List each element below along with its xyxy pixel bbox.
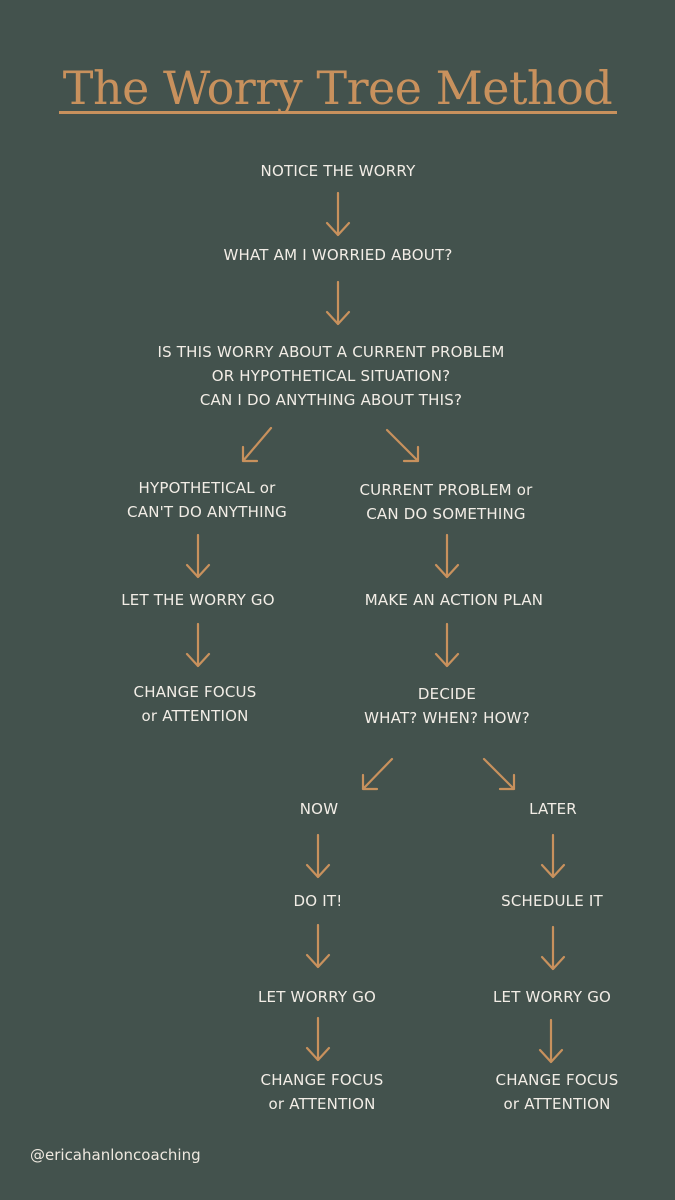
arrow-down-right-icon	[482, 757, 516, 791]
arrow-down-icon	[540, 833, 566, 879]
arrow-down-left-icon	[241, 426, 273, 463]
arrow-down-icon	[434, 533, 460, 579]
node-let-worry-go-now: LET WORRY GO	[257, 988, 377, 1006]
node-change-focus-left: CHANGE FOCUS or ATTENTION	[133, 683, 257, 725]
diagram-title: The Worry Tree Method	[62, 61, 613, 115]
arrow-down-icon	[434, 622, 460, 668]
arrow-down-icon	[325, 191, 351, 237]
arrow-down-icon	[305, 1016, 331, 1062]
node-now: NOW	[299, 800, 339, 818]
node-hypothetical: HYPOTHETICAL or CAN'T DO ANYTHING	[127, 479, 287, 521]
arrow-down-icon	[305, 833, 331, 879]
node-notice-the-worry: NOTICE THE WORRY	[260, 162, 416, 180]
node-worry-question: IS THIS WORRY ABOUT A CURRENT PROBLEM OR…	[157, 343, 505, 409]
node-current-problem: CURRENT PROBLEM or CAN DO SOMETHING	[359, 481, 533, 523]
arrow-down-left-icon	[361, 757, 394, 791]
title-underline	[59, 111, 617, 114]
node-what-am-i-worried-about: WHAT AM I WORRIED ABOUT?	[223, 246, 453, 264]
arrow-down-icon	[540, 925, 566, 971]
node-schedule-it: SCHEDULE IT	[501, 892, 603, 910]
arrow-down-icon	[185, 622, 211, 668]
node-later: LATER	[529, 800, 577, 818]
arrow-down-right-icon	[385, 428, 420, 463]
node-change-focus-now: CHANGE FOCUS or ATTENTION	[260, 1071, 384, 1113]
arrow-down-icon	[305, 923, 331, 969]
node-change-focus-later: CHANGE FOCUS or ATTENTION	[495, 1071, 619, 1113]
social-handle: @ericahanloncoaching	[30, 1146, 201, 1164]
arrow-down-icon	[185, 533, 211, 579]
node-make-an-action-plan: MAKE AN ACTION PLAN	[364, 591, 544, 609]
node-do-it: DO IT!	[293, 892, 343, 910]
arrow-down-icon	[538, 1018, 564, 1064]
node-let-the-worry-go: LET THE WORRY GO	[121, 591, 275, 609]
node-let-worry-go-later: LET WORRY GO	[492, 988, 612, 1006]
node-decide: DECIDE WHAT? WHEN? HOW?	[364, 685, 530, 727]
arrow-down-icon	[325, 280, 351, 326]
